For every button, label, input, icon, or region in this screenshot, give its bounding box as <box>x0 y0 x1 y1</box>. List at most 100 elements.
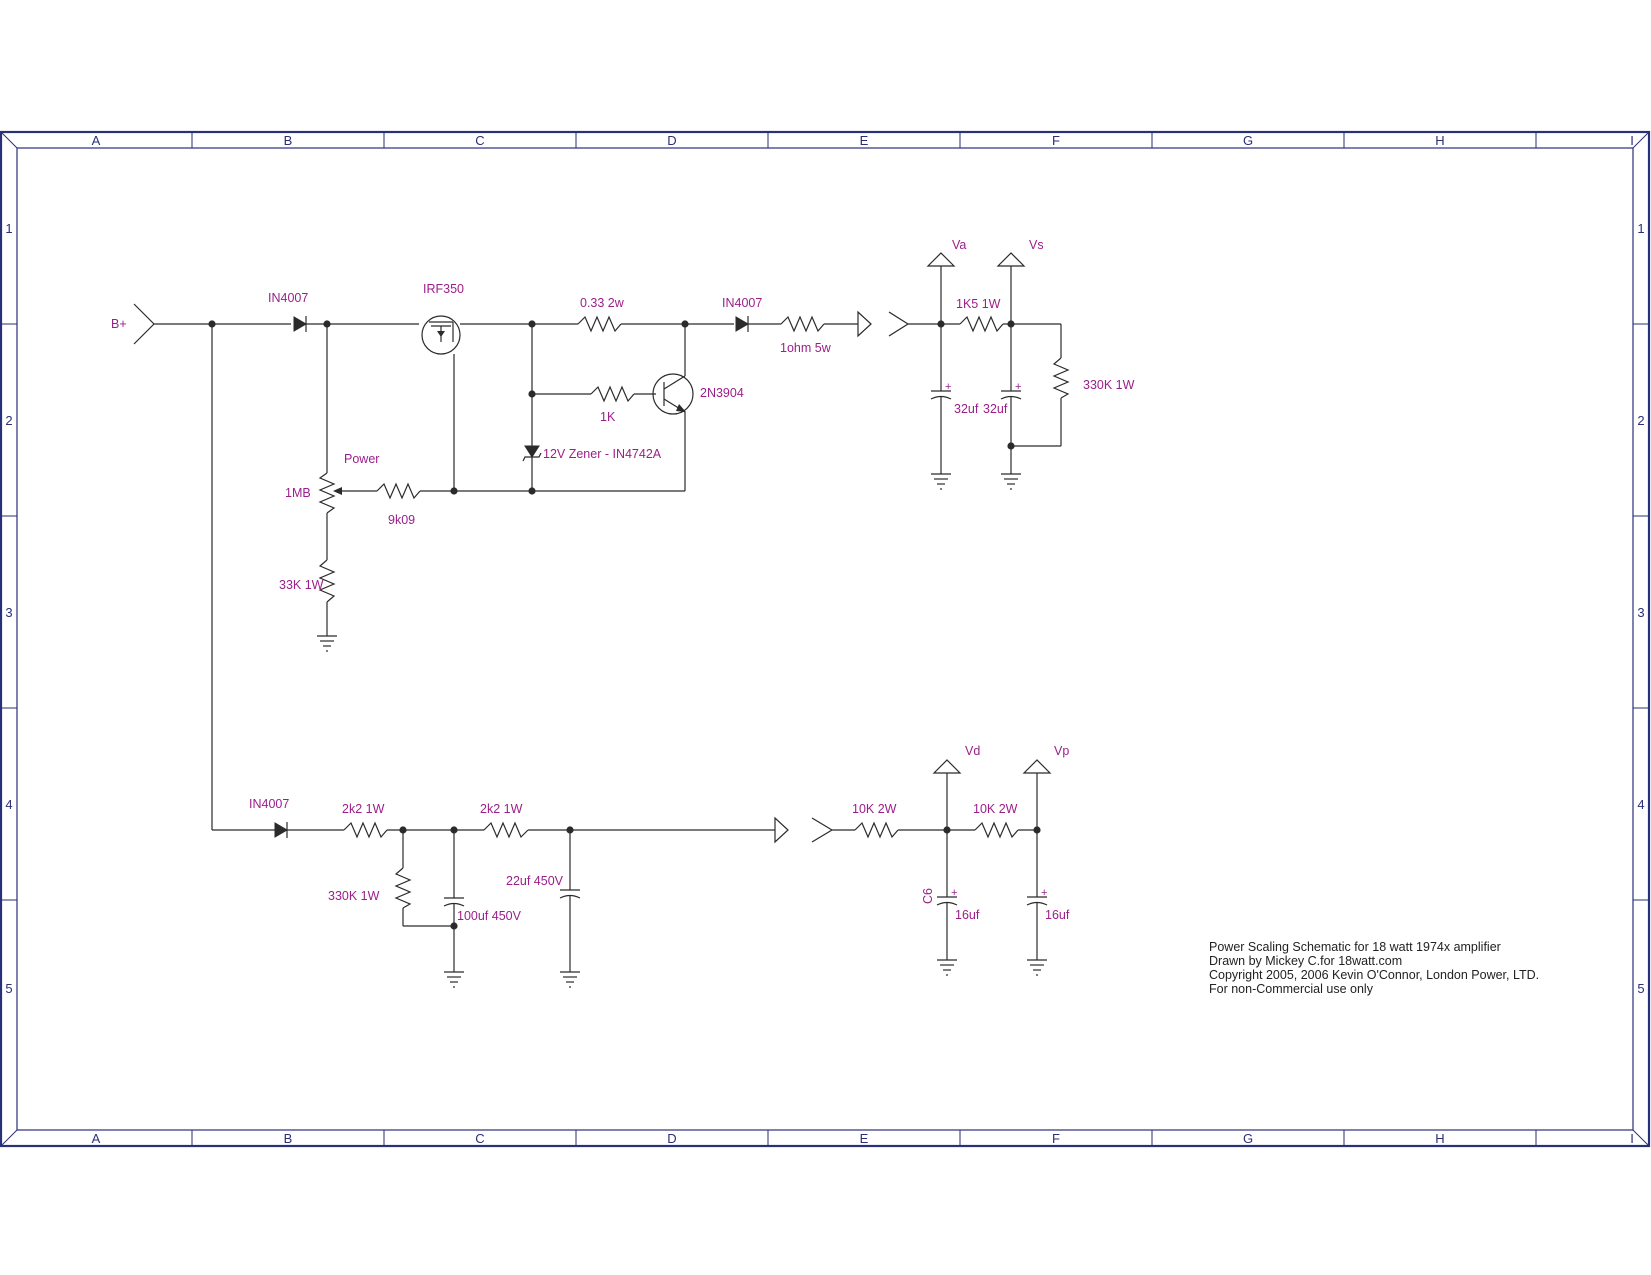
title-line-1: Power Scaling Schematic for 18 watt 1974… <box>1209 940 1501 954</box>
ground-symbol <box>560 971 580 988</box>
ground-symbol <box>444 971 464 988</box>
ground-symbol <box>317 635 337 652</box>
zener-label: 12V Zener - IN4742A <box>543 447 662 461</box>
zone-col-i-bottom: I <box>1630 1131 1634 1146</box>
zone-row-2-left: 2 <box>5 413 12 428</box>
zone-col-e-top: E <box>860 133 869 148</box>
title-block: Power Scaling Schematic for 18 watt 1974… <box>1209 940 1539 996</box>
b-plus-connector-symbol <box>133 303 155 345</box>
zone-col-g-bottom: G <box>1243 1131 1253 1146</box>
title-line-3: Copyright 2005, 2006 Kevin O'Connor, Lon… <box>1209 968 1539 982</box>
r-033-label: 0.33 2w <box>580 296 625 310</box>
output-connector-arrow-2 <box>774 816 789 844</box>
output-connector-arrow <box>857 310 872 338</box>
q1-label: IRF350 <box>423 282 464 296</box>
zone-col-f-top: F <box>1052 133 1060 148</box>
ground-symbol <box>1001 473 1021 490</box>
zone-col-b-top: B <box>284 133 293 148</box>
title-line-4: For non-Commercial use only <box>1209 982 1374 996</box>
vs-arrow <box>996 252 1026 267</box>
zone-col-f-bottom: F <box>1052 1131 1060 1146</box>
r-33k-label: 33K 1W <box>279 578 324 592</box>
vs-label: Vs <box>1029 238 1044 252</box>
d2-label: IN4007 <box>722 296 762 310</box>
zone-col-h-bottom: H <box>1435 1131 1444 1146</box>
r-10k-a-label: 10K 2W <box>852 802 897 816</box>
r-2k2-a-label: 2k2 1W <box>342 802 385 816</box>
c-16a-label: 16uf <box>955 908 980 922</box>
va-vs-filter-circuit: 1K5 1W Va Vs + 32uf + 32uf 330K 1W <box>888 238 1135 490</box>
d3-label: IN4007 <box>249 797 289 811</box>
capacitor-16uf-a: + <box>936 887 957 906</box>
resistor-1k <box>590 385 635 403</box>
zone-row-4-right: 4 <box>1637 797 1644 812</box>
zone-col-b-bottom: B <box>284 1131 293 1146</box>
zone-row-5-left: 5 <box>5 981 12 996</box>
resistor-033 <box>577 315 622 333</box>
pot-label: 1MB <box>285 486 311 500</box>
transistor-q2-symbol <box>652 373 694 415</box>
input-connector-symbol-2 <box>811 817 834 843</box>
mosfet-regulator-circuit: B+ IN4007 IRF350 0.33 2w IN4007 <box>111 282 872 830</box>
va-arrow <box>926 252 956 267</box>
svg-text:+: + <box>951 887 957 899</box>
zone-row-4-left: 4 <box>5 797 12 812</box>
r-10k-b-label: 10K 2W <box>973 802 1018 816</box>
resistor-330k-bottom <box>394 867 412 909</box>
va-label: Va <box>952 238 966 252</box>
vd-vp-filter-circuit: 10K 2W 10K 2W Vd Vp + 16uf C6 + 16uf <box>811 744 1070 976</box>
zone-col-a-top: A <box>92 133 101 148</box>
ground-symbol <box>1027 959 1047 976</box>
zone-row-1-right: 1 <box>1637 221 1644 236</box>
potentiometer-1mb <box>318 472 336 514</box>
zone-columns-top: A B C D E F G H I <box>92 133 1634 148</box>
resistor-9k09 <box>376 482 421 500</box>
zone-col-e-bottom: E <box>860 1131 869 1146</box>
r-1k5-label: 1K5 1W <box>956 297 1001 311</box>
r-330k-top-label: 330K 1W <box>1083 378 1135 392</box>
zone-col-c-top: C <box>475 133 484 148</box>
c-100-label: 100uf 450V <box>457 909 522 923</box>
c-16b-label: 16uf <box>1045 908 1070 922</box>
resistor-2k2-b <box>483 821 529 839</box>
r-2k2-b-label: 2k2 1W <box>480 802 523 816</box>
r-9k09-label: 9k09 <box>388 513 415 527</box>
drawing-frame <box>0 130 1651 1148</box>
zone-col-d-top: D <box>667 133 676 148</box>
power-label: Power <box>344 452 379 466</box>
zener-diode <box>522 445 542 462</box>
zone-col-c-bottom: C <box>475 1131 484 1146</box>
zone-col-d-bottom: D <box>667 1131 676 1146</box>
pot-wiper-arrow <box>333 487 342 495</box>
zone-row-2-right: 2 <box>1637 413 1644 428</box>
zone-row-3-right: 3 <box>1637 605 1644 620</box>
resistor-33k <box>318 559 336 603</box>
resistor-2k2-a <box>343 821 388 839</box>
capacitor-22uf <box>559 889 581 899</box>
svg-text:+: + <box>1041 887 1047 899</box>
vp-arrow <box>1022 759 1052 774</box>
input-connector-symbol <box>888 311 910 337</box>
resistor-1ohm <box>780 315 825 333</box>
zone-col-a-bottom: A <box>92 1131 101 1146</box>
preamp-supply-circuit: IN4007 2k2 1W 2k2 1W 330K 1W 100uf 450V … <box>212 797 789 988</box>
resistor-10k-a <box>854 821 899 839</box>
b-plus-label: B+ <box>111 317 127 331</box>
r-330k-bottom-label: 330K 1W <box>328 889 380 903</box>
svg-text:+: + <box>945 381 951 393</box>
zone-row-5-right: 5 <box>1637 981 1644 996</box>
r-1ohm-label: 1ohm 5w <box>780 341 832 355</box>
c-32b-label: 32uf <box>983 402 1008 416</box>
zone-columns-bottom: A B C D E F G H I <box>92 1131 1634 1146</box>
zone-col-h-top: H <box>1435 133 1444 148</box>
capacitor-32uf-b: + <box>1000 381 1021 400</box>
diode-d1 <box>293 316 307 332</box>
vd-arrow <box>932 759 962 774</box>
mosfet-q1-symbol <box>421 315 461 355</box>
resistor-1k5 <box>959 315 1004 333</box>
zone-col-g-top: G <box>1243 133 1253 148</box>
svg-text:+: + <box>1015 381 1021 393</box>
zone-ticks <box>1 132 1649 1146</box>
ground-symbol <box>937 959 957 976</box>
